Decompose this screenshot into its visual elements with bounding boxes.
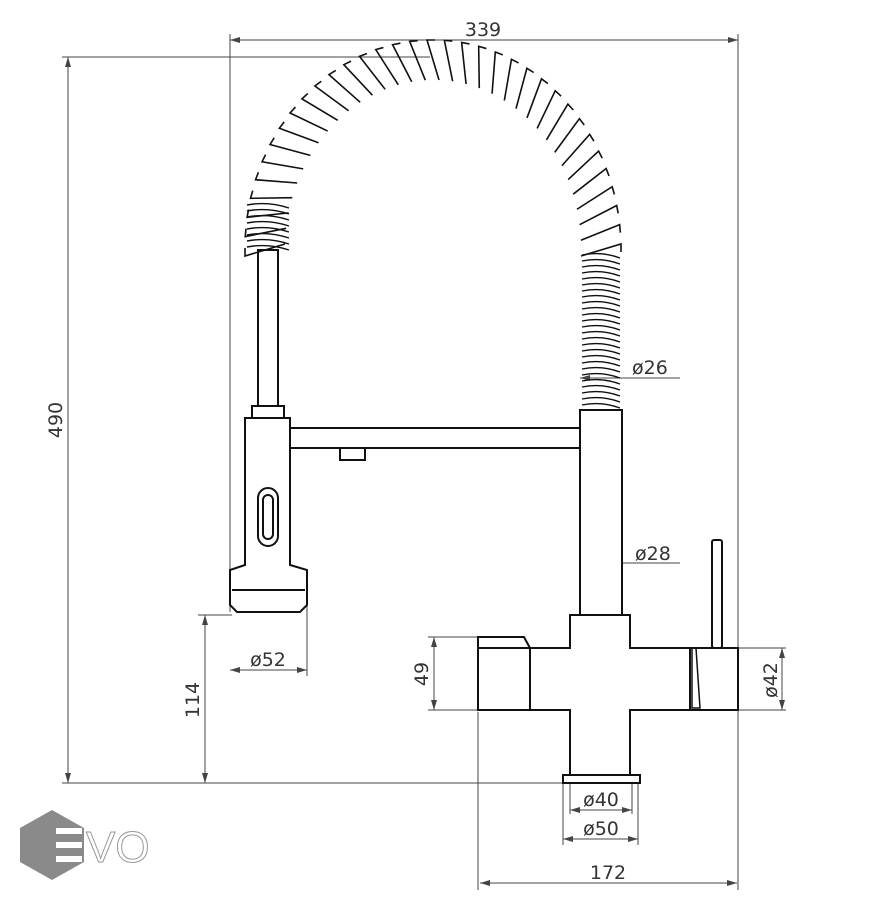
logo-letter-e: [56, 828, 82, 862]
cross-body: [529, 614, 691, 776]
spring-coil-turn: [545, 102, 574, 141]
logo-text-vo: VO: [86, 823, 150, 872]
spring-coil-turn: [581, 252, 621, 259]
spring-coil-turn: [581, 348, 621, 355]
spring-coil-turn: [300, 92, 339, 122]
spring-coil-turn: [246, 226, 290, 233]
spring-coil-turn: [246, 214, 290, 221]
spray-button-inner: [262, 494, 274, 540]
spring-coil-turn: [581, 360, 621, 367]
spring-coil-turn: [581, 300, 621, 307]
spring-coil-turn: [567, 149, 603, 181]
spring-coil-turn: [358, 52, 386, 90]
spring-coil-turn: [581, 384, 621, 391]
spring-coil-turn: [443, 39, 454, 82]
spring-coil-turn: [581, 270, 621, 277]
spring-coil-turn: [581, 258, 621, 265]
spring-coil-turn: [581, 306, 621, 313]
spring-coil-turn: [581, 282, 621, 289]
spout-arm: [289, 427, 581, 449]
spring-coil-turn: [254, 171, 298, 184]
spring-coil-turn: [554, 117, 585, 153]
spring-coil-turn: [581, 324, 621, 331]
spring-coil-turn: [425, 39, 440, 81]
spring-coil-turn: [460, 41, 470, 85]
spring-coil-turn: [581, 312, 621, 319]
spring-coil-turn: [581, 402, 621, 409]
dim-column-diameter: ø28: [635, 543, 671, 565]
spring-coil-turn: [408, 39, 427, 81]
spring-coil-turn: [581, 372, 621, 379]
dim-total-height: 490: [45, 402, 67, 438]
dim-total-width: 339: [465, 19, 501, 41]
spring-coil-turn: [374, 46, 399, 86]
side-lever: [711, 539, 723, 649]
spring-coil-turn: [288, 106, 329, 132]
arm-nub: [339, 447, 366, 461]
dim-base-outer-diameter: ø50: [583, 818, 619, 840]
dim-cylinder-diameter: ø42: [760, 662, 782, 698]
dim-body-width: 172: [590, 862, 626, 884]
spring-coil-turn: [491, 50, 504, 94]
spring-coil-turn: [581, 390, 621, 397]
evo-logo: VO: [20, 810, 150, 880]
spring-coil-turn: [342, 60, 373, 96]
spring-coil-turn: [313, 80, 350, 112]
left-handle: [477, 636, 531, 711]
spring-coil-turn: [579, 204, 619, 226]
spring-coil-turn: [268, 137, 311, 157]
spring-coil-turn: [581, 354, 621, 361]
faucet-body: [229, 39, 739, 784]
spring-coil-turn: [581, 276, 621, 283]
spring-coil-turn: [249, 190, 293, 200]
dim-handle-height: 49: [411, 662, 433, 686]
spray-collar: [251, 405, 285, 419]
spring-coil-turn: [576, 185, 616, 210]
spring-coil-turn: [581, 330, 621, 337]
spring-coil-turn: [327, 69, 361, 103]
spring-coil-turn: [581, 336, 621, 343]
spring-coil-turn: [260, 154, 304, 170]
dim-spray-head-diameter: ø52: [250, 649, 286, 671]
extension-lines: [62, 34, 786, 890]
spring-coil-turn: [581, 366, 621, 373]
spring-coil-turn: [246, 202, 290, 209]
base-ring: [562, 774, 641, 784]
spring-coil-turn: [503, 58, 519, 101]
spring-coil-turn: [580, 242, 622, 257]
dim-spout-height: 114: [182, 682, 204, 718]
spring-coil-turn: [246, 238, 290, 245]
spring-coil-turn: [477, 45, 487, 89]
spring-coil-turn: [581, 264, 621, 271]
dim-spring-diameter: ø26: [632, 357, 668, 379]
spring-coil-turn: [581, 294, 621, 301]
spring-coil: [244, 39, 622, 409]
spring-coil-turn: [536, 89, 562, 129]
spring-coil-turn: [246, 244, 290, 251]
spring-coil-turn: [561, 133, 595, 167]
spring-coil-turn: [246, 208, 290, 215]
spring-coil-turn: [244, 243, 286, 258]
dim-base-inner-diameter: ø40: [583, 789, 619, 811]
spring-coil-turn: [572, 167, 610, 195]
upright-column: [579, 409, 623, 616]
spring-coil-turn: [581, 318, 621, 325]
spring-coil-turn: [246, 232, 290, 239]
spring-coil-turn: [278, 121, 319, 144]
spring-coil-turn: [246, 220, 290, 227]
spring-coil-turn: [581, 288, 621, 295]
left-pipe: [257, 249, 279, 409]
spring-coil-turn: [391, 42, 413, 83]
spring-coil-turn: [581, 378, 621, 385]
spring-coil-turn: [515, 67, 535, 109]
spring-coil-turn: [581, 342, 621, 349]
spring-coil-turn: [244, 227, 287, 238]
spring-coil-turn: [526, 77, 549, 119]
logo-hexagon: [20, 810, 84, 880]
spring-coil-turn: [581, 396, 621, 403]
dimension-lines: [65, 37, 785, 886]
spring-coil-turn: [580, 223, 622, 242]
